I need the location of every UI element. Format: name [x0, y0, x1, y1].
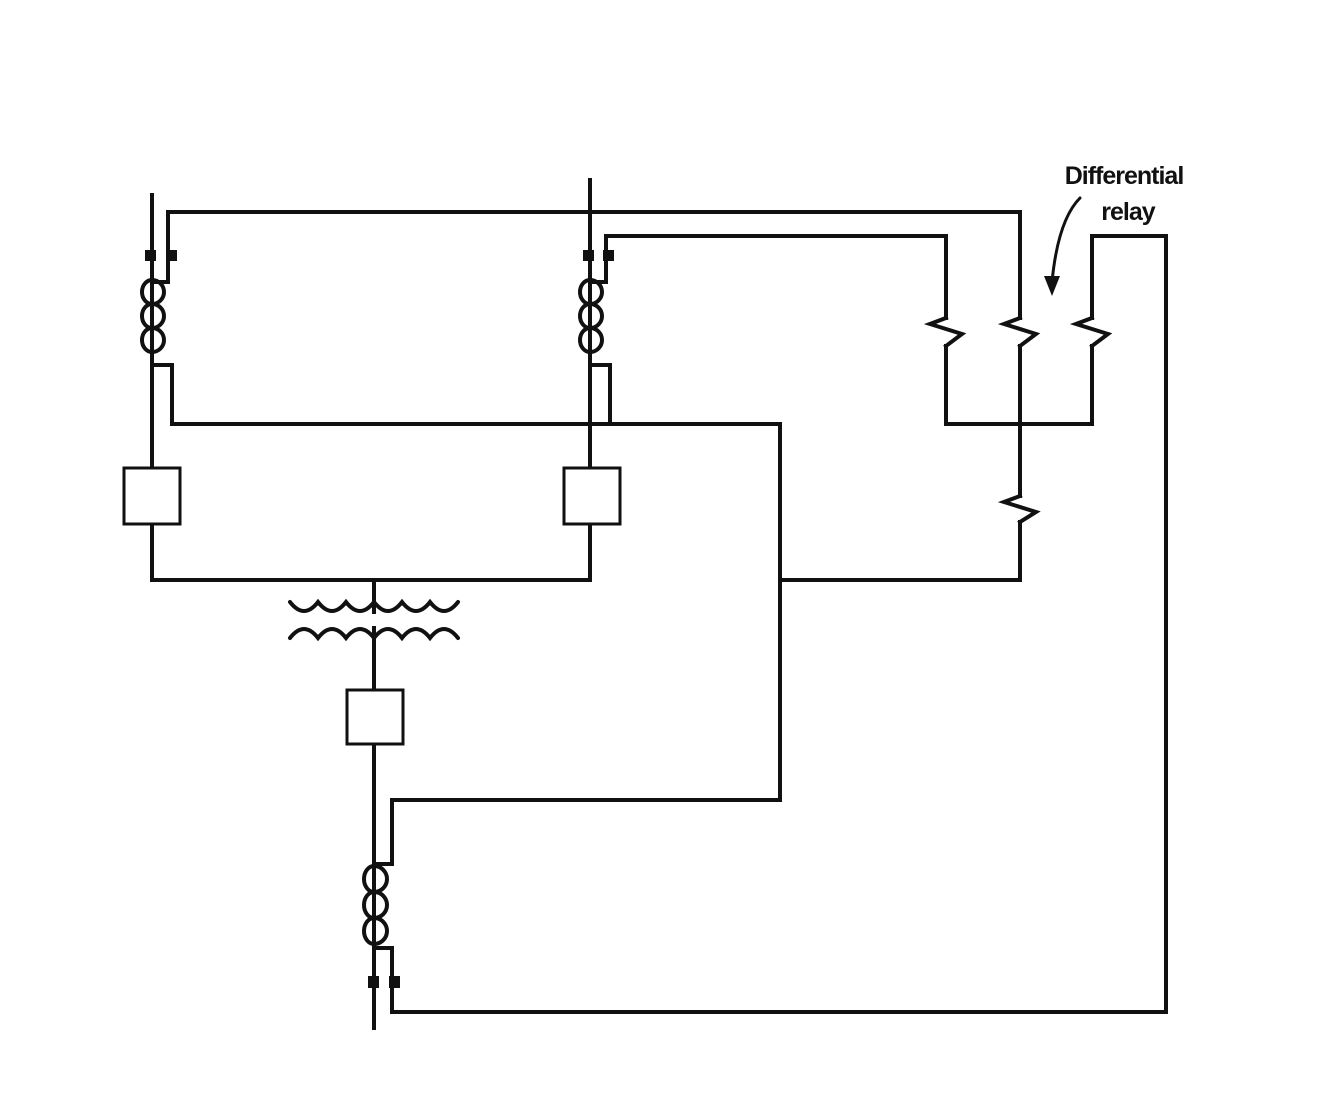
relay-restraint-coil-middle	[997, 315, 1041, 349]
left-current-transformer	[140, 250, 177, 426]
relay-label: Differential relay	[1044, 162, 1184, 296]
operating-coil-lead	[778, 520, 1022, 582]
left-ct-coil	[150, 278, 166, 354]
middle-current-transformer	[578, 250, 614, 426]
left-ct-terminal-2	[166, 250, 177, 261]
relay-restraint-coil-right	[1069, 315, 1113, 349]
middle-circuit-breaker	[562, 466, 622, 526]
lower-ct-return-lead	[390, 234, 1168, 1014]
relay-label-line1: Differential	[1065, 162, 1184, 190]
middle-ct-top-lead	[604, 234, 948, 320]
lower-circuit-breaker	[345, 688, 405, 746]
relay-label-line2: relay	[1101, 198, 1155, 226]
left-ct-top-lead	[166, 210, 1022, 320]
primary-bus	[150, 578, 592, 614]
lower-ct-terminal-2	[389, 976, 400, 988]
relay-common-bus	[944, 344, 1094, 498]
relay-pointer-arrow-icon	[1050, 196, 1082, 284]
transformer-upper-winding	[288, 598, 460, 613]
relay-arrowhead-icon	[1044, 276, 1060, 296]
middle-ct-coil	[588, 278, 604, 354]
relay-operating-coil	[997, 493, 1041, 525]
secondary-wiring	[166, 210, 1168, 1014]
transformer-lower-winding	[288, 627, 460, 642]
middle-ct-terminal-2	[603, 250, 614, 261]
differential-relay	[923, 315, 1113, 525]
relay-restraint-coil-left	[923, 315, 967, 349]
left-circuit-breaker	[122, 466, 182, 526]
ct-return-lead	[170, 422, 782, 802]
power-transformer	[288, 598, 460, 642]
lower-ct-coil	[372, 864, 389, 946]
middle-ct-terminal-1	[583, 250, 594, 261]
lower-ct-terminal-1	[368, 976, 379, 988]
left-ct-terminal-1	[145, 250, 156, 261]
lower-current-transformer	[362, 798, 400, 988]
